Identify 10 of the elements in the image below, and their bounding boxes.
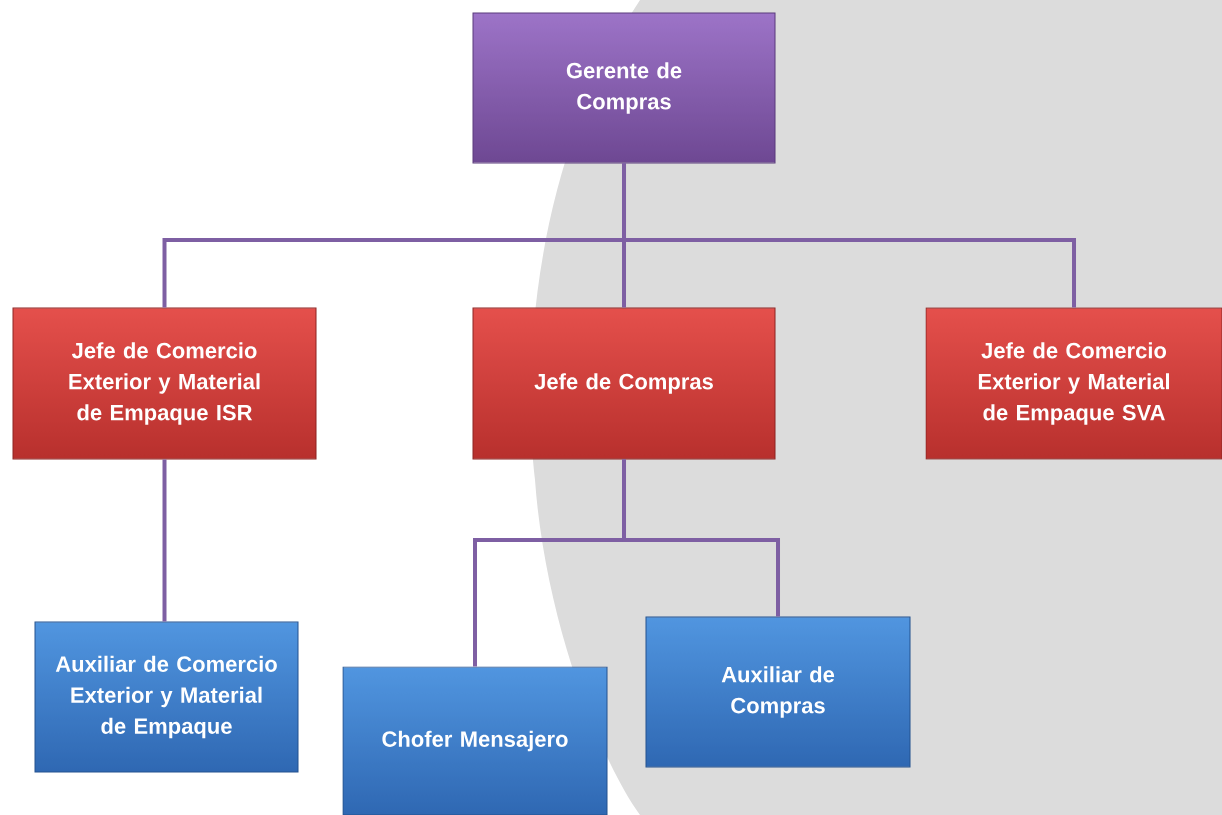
org-box: Gerente de Compras <box>472 12 776 164</box>
org-box: Jefe de Comercio Exterior y Material de Empaque SVA <box>925 307 1222 460</box>
connector-line <box>622 163 1076 308</box>
org-box: Auxiliar de Compras <box>645 616 911 768</box>
org-box: Jefe de Compras <box>472 307 776 460</box>
org-box: Jefe de Comercio Exterior y Material de Empaque ISR <box>12 307 317 460</box>
connector-line <box>622 459 780 617</box>
org-box: Chofer Mensajero <box>342 666 608 815</box>
connector-line <box>162 459 167 622</box>
org-box: Auxiliar de Comercio Exterior y Material de Empaque <box>34 621 299 773</box>
